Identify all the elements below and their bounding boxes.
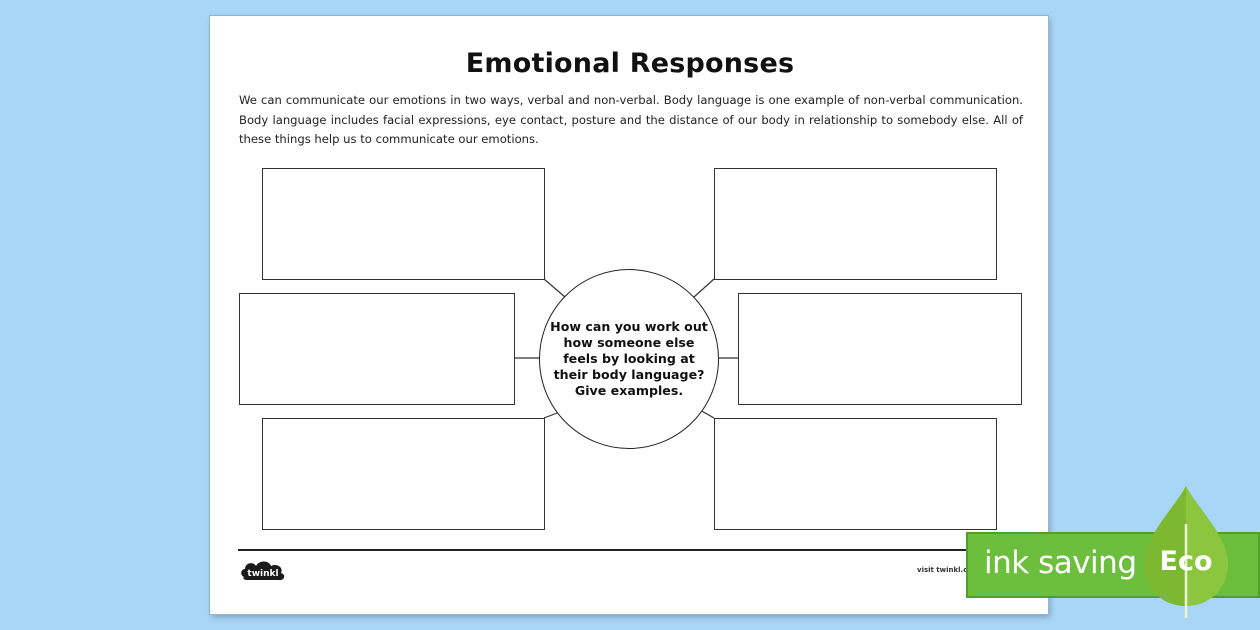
center-question-circle: How can you work out how someone else fe… [539,269,719,449]
answer-box-bottom-right[interactable] [714,418,997,530]
answer-box-bottom-left[interactable] [262,418,545,530]
answer-box-top-right[interactable] [714,168,997,280]
eco-word: Eco [1159,546,1213,577]
eco-leaf-drop-icon [1144,486,1228,618]
ink-saving-label: ink saving [984,545,1137,581]
answer-box-middle-left[interactable] [239,293,515,405]
intro-paragraph: We can communicate our emotions in two w… [239,93,1023,146]
worksheet-title: Emotional Responses [465,48,795,79]
twinkl-logo-text: twinkl [247,569,278,579]
answer-box-middle-right[interactable] [738,293,1022,405]
center-question: How can you work out how someone else fe… [550,319,708,398]
visit-text: visit twinkl.co [917,566,973,574]
footer-divider [238,549,1024,551]
twinkl-logo: twinkl [241,561,285,581]
answer-box-top-left[interactable] [262,168,545,280]
